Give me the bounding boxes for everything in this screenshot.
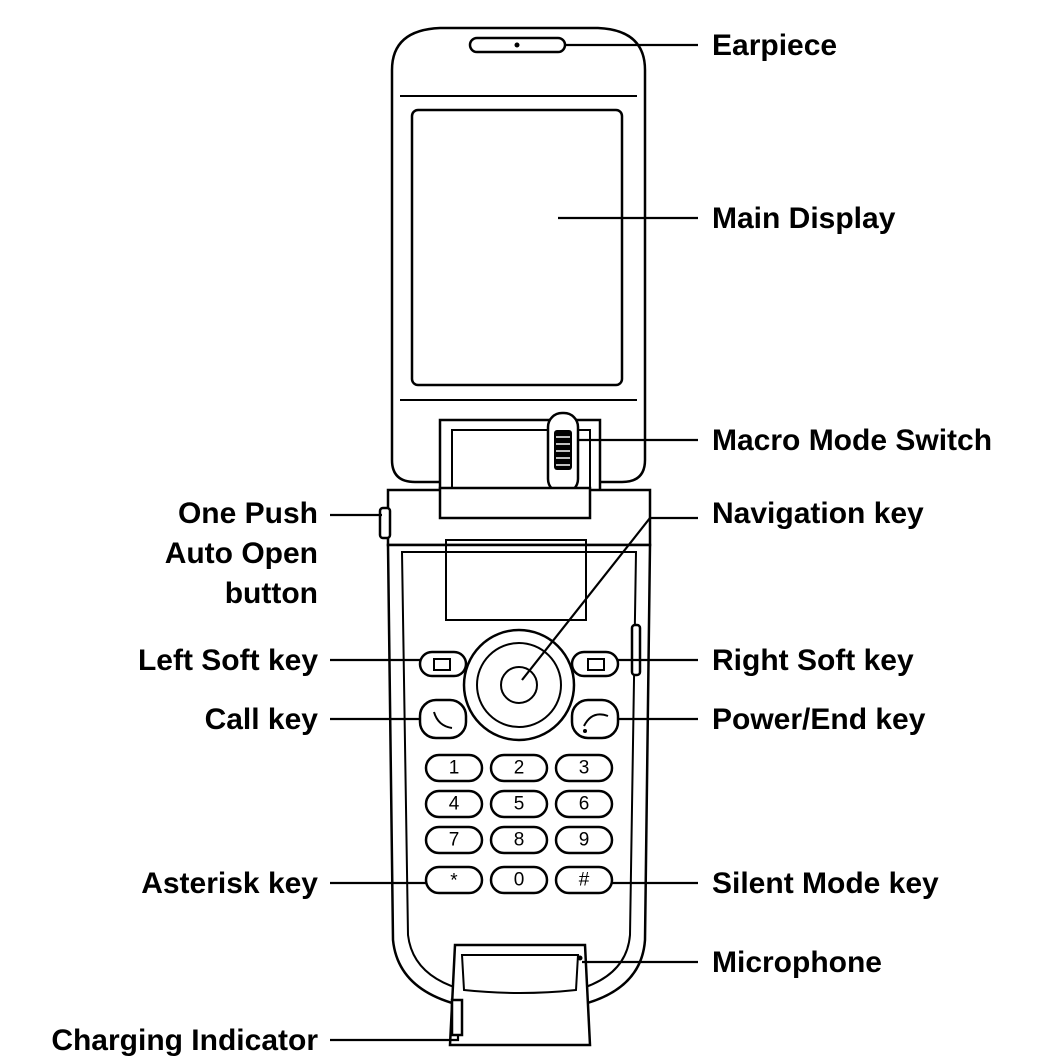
svg-text:8: 8	[514, 830, 525, 851]
key-1[interactable]: 1	[424, 753, 484, 783]
macro-mode-switch[interactable]	[546, 411, 580, 495]
svg-text:#: #	[579, 870, 590, 891]
key-9[interactable]: 9	[554, 825, 614, 855]
label-one-push-line1: One Push	[178, 497, 318, 530]
label-silent-mode-key: Silent Mode key	[712, 867, 939, 900]
power-end-key[interactable]	[570, 698, 620, 740]
label-main-display: Main Display	[712, 202, 896, 235]
main-display	[410, 108, 624, 387]
label-power-end-key: Power/End key	[712, 703, 926, 736]
svg-text:3: 3	[579, 758, 590, 779]
key-3[interactable]: 3	[554, 753, 614, 783]
label-navigation-key: Navigation key	[712, 497, 924, 530]
label-macro-mode-switch: Macro Mode Switch	[712, 424, 992, 457]
svg-text:*: *	[450, 871, 458, 892]
right-soft-key[interactable]	[570, 650, 620, 678]
key-6[interactable]: 6	[554, 789, 614, 819]
key-4[interactable]: 4	[424, 789, 484, 819]
label-microphone: Microphone	[712, 946, 882, 979]
hinge	[386, 486, 652, 547]
svg-text:7: 7	[449, 830, 460, 851]
label-one-push-line2: Auto Open	[165, 537, 318, 570]
label-left-soft-key: Left Soft key	[138, 644, 318, 677]
svg-text:6: 6	[579, 794, 590, 815]
silent-mode-key[interactable]: #	[554, 865, 614, 895]
svg-text:0: 0	[514, 870, 525, 891]
label-asterisk-key: Asterisk key	[141, 867, 318, 900]
label-right-soft-key: Right Soft key	[712, 644, 914, 677]
key-7[interactable]: 7	[424, 825, 484, 855]
svg-text:9: 9	[579, 830, 590, 851]
keypad: 1 2 3 4 5 6 7 8	[424, 753, 614, 895]
charging-indicator	[450, 998, 464, 1037]
label-charging-indicator: Charging Indicator	[51, 1024, 318, 1057]
navigation-key[interactable]	[462, 628, 576, 742]
label-one-push-line3: button	[225, 577, 318, 610]
call-key[interactable]	[418, 698, 468, 740]
left-soft-key[interactable]	[418, 650, 468, 678]
label-earpiece: Earpiece	[712, 29, 837, 62]
svg-text:5: 5	[514, 794, 525, 815]
svg-text:4: 4	[449, 794, 460, 815]
one-push-auto-open-button[interactable]	[378, 506, 392, 540]
key-5[interactable]: 5	[489, 789, 549, 819]
microphone	[448, 943, 592, 1047]
key-8[interactable]: 8	[489, 825, 549, 855]
earpiece	[468, 36, 567, 54]
leader-lines	[330, 43, 698, 1042]
svg-text:2: 2	[514, 758, 525, 779]
key-2[interactable]: 2	[489, 753, 549, 783]
key-0[interactable]: 0	[489, 865, 549, 895]
asterisk-key[interactable]: *	[424, 865, 484, 895]
svg-text:1: 1	[449, 758, 460, 779]
label-call-key: Call key	[205, 703, 319, 736]
